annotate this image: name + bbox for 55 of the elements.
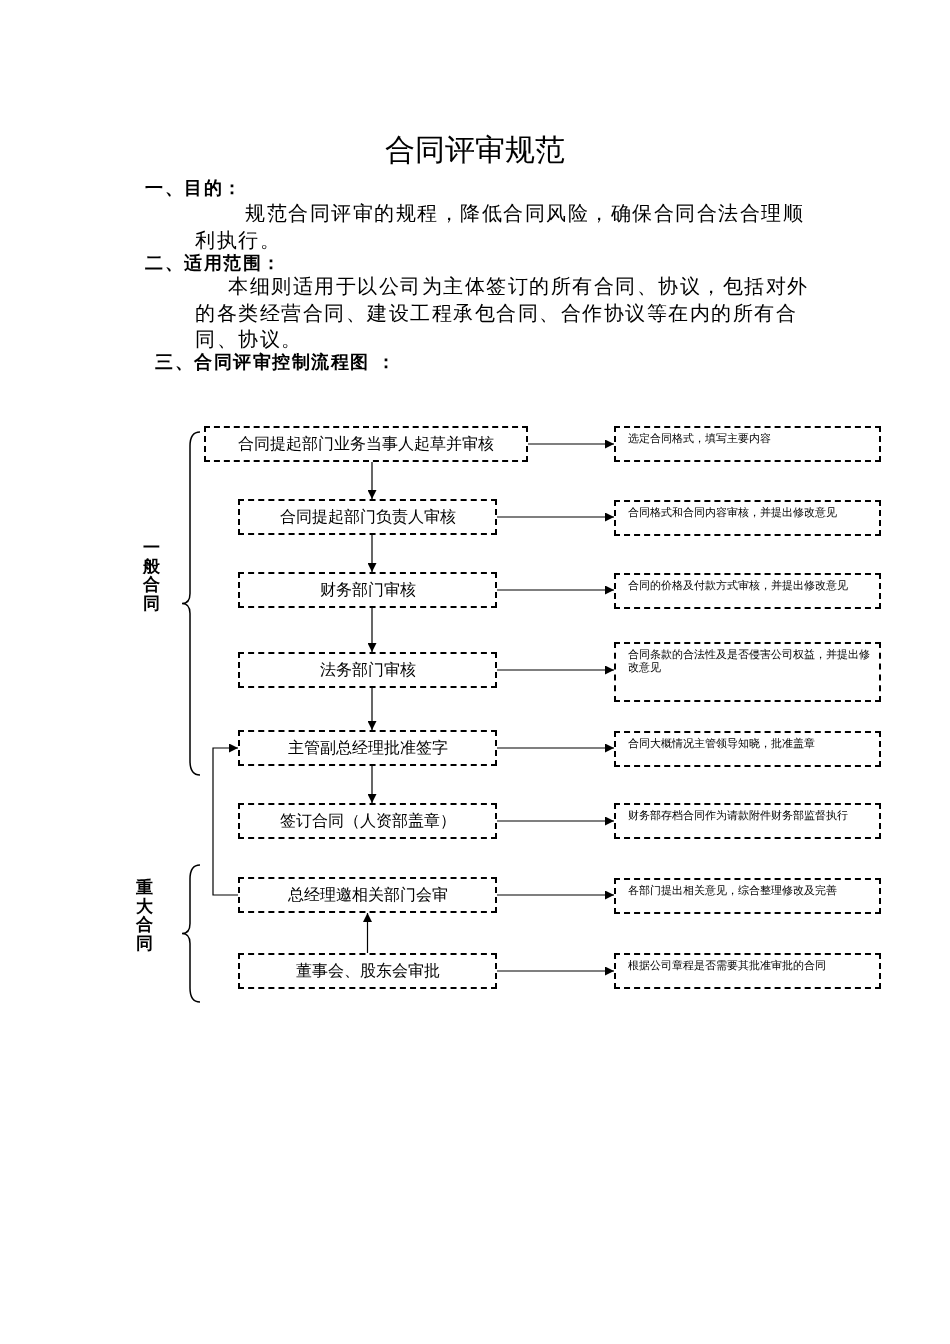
arrow: [367, 607, 377, 653]
note-box: [614, 642, 881, 702]
arrow: [367, 687, 377, 731]
process-label: 主管副总经理批准签字: [286, 737, 449, 758]
section-heading: 二、适用范围：: [145, 251, 283, 275]
note-text: 合同格式和合同内容审核，并提出修改意见: [628, 506, 838, 519]
note-box: [614, 573, 881, 609]
arrow: [367, 765, 377, 804]
note-text: 合同的价格及付款方式审核，并提出修改意见: [628, 579, 849, 592]
process-label: 总经理邀相关部门会审: [286, 884, 449, 905]
paragraph: 规范合同评审的规程，降低合同风险，确保合同合法合理顺利执行。: [195, 201, 805, 253]
note-text: 财务部存档合同作为请款附件财务部监督执行: [628, 809, 849, 822]
process-label: 法务部门审核: [318, 659, 417, 680]
paragraph: 本细则适用于以公司为主体签订的所有合同、协议，包括对外的各类经营合同、建设工程承包合同、合作协议等在内的所有合同、协议。: [195, 274, 810, 352]
process-box: [238, 499, 497, 535]
process-box: [238, 877, 497, 913]
note-box: [614, 426, 881, 462]
group-label: 一般合同: [143, 538, 160, 613]
process-label: 合同提起部门业务当事人起草并审核: [237, 433, 495, 454]
arrow: [496, 665, 615, 675]
section-heading: 三、合同评审控制流程图 ：: [155, 350, 398, 374]
process-label: 签订合同（人资部盖章）: [278, 810, 457, 831]
note-box: [614, 878, 881, 914]
note-text: 选定合同格式，填写主要内容: [628, 432, 772, 445]
note-box: [614, 500, 881, 536]
arrow: [212, 743, 239, 896]
note-text: 各部门提出相关意见，综合整理修改及完善: [628, 884, 838, 897]
arrow: [496, 966, 615, 976]
title: 合同评审规范: [384, 132, 566, 168]
process-label: 董事会、股东会审批: [294, 960, 441, 981]
process-box: [238, 652, 497, 688]
process-box: [238, 572, 497, 608]
note-box: [614, 803, 881, 839]
group-label: 重大合同: [136, 878, 153, 953]
process-box: [204, 426, 528, 462]
arrow: [496, 816, 615, 826]
process-box: [238, 730, 497, 766]
section-heading: 一、目的：: [145, 176, 244, 200]
note-box: [614, 731, 881, 767]
arrow: [496, 585, 615, 595]
note-text: 合同条款的合法性及是否侵害公司权益，并提出修改意见: [628, 648, 871, 674]
note-text: 根据公司章程是否需要其批准审批的合同: [628, 959, 827, 972]
arrow: [367, 461, 377, 500]
process-box: [238, 803, 497, 839]
process-label: 财务部门审核: [318, 579, 417, 600]
arrow: [496, 743, 615, 753]
arrow: [367, 534, 377, 573]
process-label: 合同提起部门负责人审核: [278, 506, 457, 527]
arrow: [496, 512, 615, 522]
arrow: [527, 439, 615, 449]
arrow: [496, 890, 615, 900]
process-box: [238, 953, 497, 989]
note-text: 合同大概情况主管领导知晓，批准盖章: [628, 737, 816, 750]
note-box: [614, 953, 881, 989]
arrow: [363, 912, 372, 954]
